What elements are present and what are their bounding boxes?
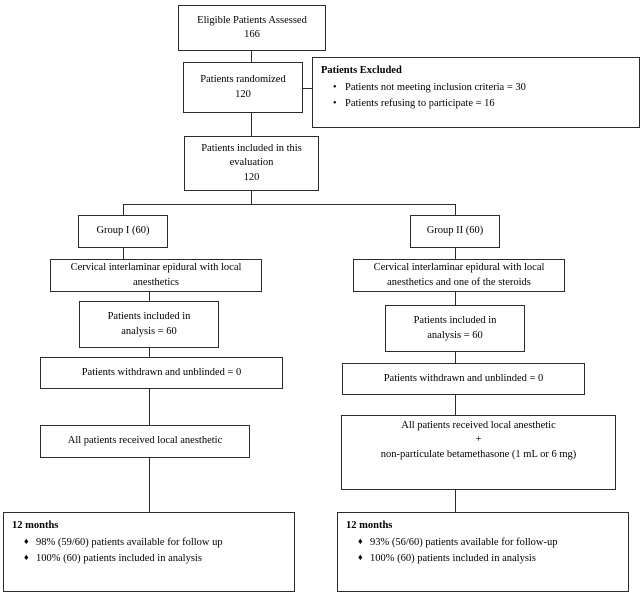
group-2-withdrawn-label: Patients withdrawn and unblinded = 0 bbox=[383, 372, 544, 384]
list-item: ♦ 93% (56/60) patients available for foll… bbox=[358, 535, 620, 551]
node-group-2-withdrawn: Patients withdrawn and unblinded = 0 bbox=[342, 363, 585, 395]
connector-group1-intervention-to-analysis bbox=[149, 292, 150, 301]
randomized-value: 120 bbox=[235, 88, 251, 100]
connector-split-to-group2 bbox=[455, 204, 456, 215]
group-2-followup-list: ♦ 93% (56/60) patients available for foll… bbox=[346, 535, 620, 568]
group-1-intervention-line-1: Cervical interlaminar epidural with loca… bbox=[70, 262, 242, 274]
connector-group2-analysis-to-withdrawn bbox=[455, 352, 456, 363]
eligible-value: 166 bbox=[244, 29, 260, 40]
group-1-treatment-line-1: All patients received local anesthetic bbox=[67, 435, 223, 447]
node-patients-excluded: Patients Excluded • Patients not meeting … bbox=[312, 57, 640, 128]
group-2-followup-item-1: 100% (60) patients included in analysis bbox=[370, 553, 536, 565]
connector-eligible-to-randomized bbox=[251, 50, 252, 62]
group-2-followup-heading: 12 months bbox=[346, 520, 393, 531]
node-group-2-intervention: Cervical interlaminar epidural with loca… bbox=[353, 259, 565, 292]
group-1-label: Group I (60) bbox=[96, 225, 150, 237]
node-group-2-followup: 12 months ♦ 93% (56/60) patients availabl… bbox=[337, 512, 629, 592]
node-included-evaluation: Patients included in this evaluation 120 bbox=[184, 136, 319, 191]
list-item: ♦ 100% (60) patients included in analysis bbox=[24, 551, 286, 567]
diamond-bullet-icon: ♦ bbox=[24, 536, 29, 547]
connector-group2-intervention-to-analysis bbox=[455, 292, 456, 305]
excluded-heading: Patients Excluded bbox=[321, 65, 402, 76]
connector-group2-to-intervention bbox=[455, 248, 456, 259]
group-2-label: Group II (60) bbox=[426, 225, 484, 237]
list-item: ♦ 98% (59/60) patients available for foll… bbox=[24, 535, 286, 551]
connector-group1-to-intervention bbox=[123, 248, 124, 259]
connector-split-to-group1 bbox=[123, 204, 124, 215]
list-item: • Patients not meeting inclusion criteria… bbox=[333, 80, 631, 96]
excluded-item-1: Patients refusing to participate = 16 bbox=[345, 98, 495, 110]
node-group-1-withdrawn: Patients withdrawn and unblinded = 0 bbox=[40, 357, 283, 389]
node-group-2-treatment: All patients received local anesthetic +… bbox=[341, 415, 616, 490]
node-group-1-analysis: Patients included in analysis = 60 bbox=[79, 301, 219, 348]
node-group-1-followup: 12 months ♦ 98% (59/60) patients availabl… bbox=[3, 512, 295, 592]
group-1-followup-list: ♦ 98% (59/60) patients available for foll… bbox=[12, 535, 286, 568]
list-item: ♦ 100% (60) patients included in analysis bbox=[358, 551, 620, 567]
group-2-treatment-line-1: All patients received local anesthetic bbox=[401, 420, 556, 432]
group-1-followup-heading: 12 months bbox=[12, 520, 59, 531]
list-item: • Patients refusing to participate = 16 bbox=[333, 96, 631, 112]
node-group-2: Group II (60) bbox=[410, 215, 500, 248]
node-eligible-patients: Eligible Patients Assessed 166 bbox=[178, 5, 326, 51]
group-1-intervention-line-2: anesthetics bbox=[132, 276, 180, 288]
connector-group1-withdrawn-to-treatment bbox=[149, 389, 150, 425]
group-1-analysis-line-1: Patients included in bbox=[107, 311, 191, 323]
node-group-2-analysis: Patients included in analysis = 60 bbox=[385, 305, 525, 352]
diamond-bullet-icon: ♦ bbox=[358, 552, 363, 563]
node-patients-randomized: Patients randomized 120 bbox=[183, 62, 303, 113]
connector-group2-withdrawn-to-treatment bbox=[455, 395, 456, 415]
node-group-1: Group I (60) bbox=[78, 215, 168, 248]
group-2-followup-item-0: 93% (56/60) patients available for follo… bbox=[370, 537, 558, 549]
node-group-1-intervention: Cervical interlaminar epidural with loca… bbox=[50, 259, 262, 292]
group-2-treatment-line-3: non-particulate betamethasone (1 mL or 6… bbox=[380, 448, 577, 460]
connector-group1-treatment-to-followup bbox=[149, 458, 150, 512]
excluded-list: • Patients not meeting inclusion criteria… bbox=[321, 80, 631, 113]
connector-group1-analysis-to-withdrawn bbox=[149, 348, 150, 357]
eligible-label: Eligible Patients Assessed bbox=[197, 14, 307, 26]
group-2-treatment-line-2: + bbox=[475, 434, 482, 446]
diamond-bullet-icon: ♦ bbox=[358, 536, 363, 547]
included-evaluation-label: Patients included in this evaluation bbox=[201, 143, 302, 169]
node-group-1-treatment: All patients received local anesthetic bbox=[40, 425, 250, 458]
group-2-analysis-line-2: analysis = 60 bbox=[427, 329, 483, 341]
bullet-icon: • bbox=[333, 98, 337, 110]
group-2-analysis-line-1: Patients included in bbox=[413, 315, 497, 327]
connector-split-horizontal bbox=[123, 204, 456, 205]
connector-group2-treatment-to-followup bbox=[455, 490, 456, 512]
group-2-intervention-line-2: anesthetics and one of the steroids bbox=[387, 276, 531, 288]
included-evaluation-value: 120 bbox=[243, 171, 260, 183]
group-1-withdrawn-label: Patients withdrawn and unblinded = 0 bbox=[81, 366, 242, 378]
connector-evaluation-to-split bbox=[251, 191, 252, 204]
diamond-bullet-icon: ♦ bbox=[24, 552, 29, 563]
randomized-label: Patients randomized bbox=[200, 74, 286, 86]
connector-randomized-to-excluded bbox=[303, 88, 312, 89]
group-1-followup-item-1: 100% (60) patients included in analysis bbox=[36, 553, 202, 565]
group-1-followup-item-0: 98% (59/60) patients available for follo… bbox=[36, 537, 223, 549]
connector-randomized-to-evaluation bbox=[251, 113, 252, 136]
bullet-icon: • bbox=[333, 82, 337, 94]
group-1-analysis-line-2: analysis = 60 bbox=[121, 325, 177, 337]
group-2-intervention-line-1: Cervical interlaminar epidural with loca… bbox=[373, 262, 545, 274]
excluded-item-0: Patients not meeting inclusion criteria … bbox=[345, 82, 526, 94]
